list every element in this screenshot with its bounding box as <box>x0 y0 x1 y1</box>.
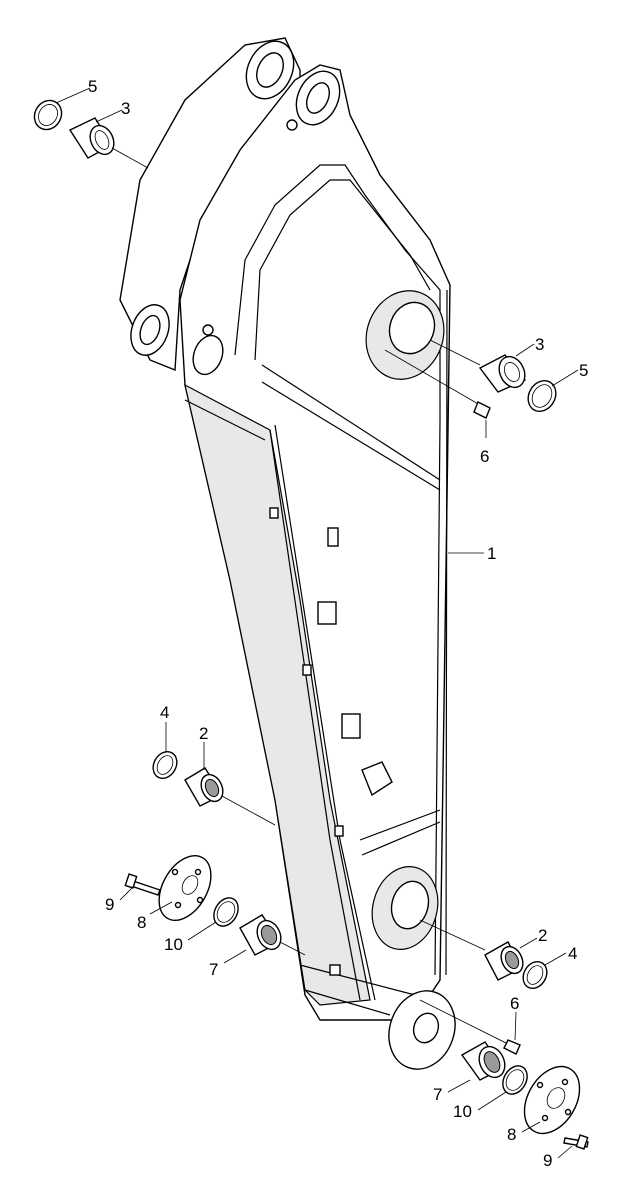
seal-ring-5-right <box>527 379 557 413</box>
seal-ring-4-left <box>152 750 178 780</box>
callout-8-right: 8 <box>507 1125 516 1144</box>
bushing-7-left <box>239 914 306 956</box>
bushing-2-right <box>419 919 524 981</box>
plate-8-right <box>523 1065 581 1135</box>
callout-3-right: 3 <box>535 335 544 354</box>
bushing-3-upper <box>68 117 149 169</box>
grease-fitting-6-upper <box>384 349 491 419</box>
callout-8-left: 8 <box>137 913 146 932</box>
callout-1: 1 <box>487 544 496 563</box>
seal-ring-4-right <box>522 960 548 990</box>
seal-ring-5-upper <box>33 99 63 131</box>
callout-4-right: 4 <box>568 944 577 963</box>
shim-10-left <box>213 897 239 927</box>
callout-5-upper-left: 5 <box>88 77 97 96</box>
callout-9-right: 9 <box>543 1151 552 1170</box>
leader-lines <box>55 87 579 1159</box>
callout-10-right: 10 <box>453 1102 472 1121</box>
callout-7-left: 7 <box>209 960 218 979</box>
callout-7-right: 7 <box>433 1085 442 1104</box>
callout-4-left: 4 <box>160 703 169 722</box>
bolt-9-left <box>124 873 161 896</box>
bushing-3-right <box>429 339 527 393</box>
callout-3-upper-left: 3 <box>121 99 130 118</box>
grease-fitting-6-lower <box>419 999 521 1055</box>
arm-body <box>119 37 456 1070</box>
callout-2-left: 2 <box>199 724 208 743</box>
callout-10-left: 10 <box>164 935 183 954</box>
bushing-7-right <box>460 1041 506 1081</box>
plate-8-left <box>158 855 212 921</box>
callout-5-right: 5 <box>579 361 588 380</box>
bushing-2-left <box>184 767 276 826</box>
callout-2-right: 2 <box>538 926 547 945</box>
callout-6-upper: 6 <box>480 447 489 466</box>
callout-9-left: 9 <box>105 895 114 914</box>
callout-6-lower: 6 <box>510 994 519 1013</box>
bolt-9-right <box>563 1134 589 1150</box>
shim-10-right <box>502 1065 528 1095</box>
